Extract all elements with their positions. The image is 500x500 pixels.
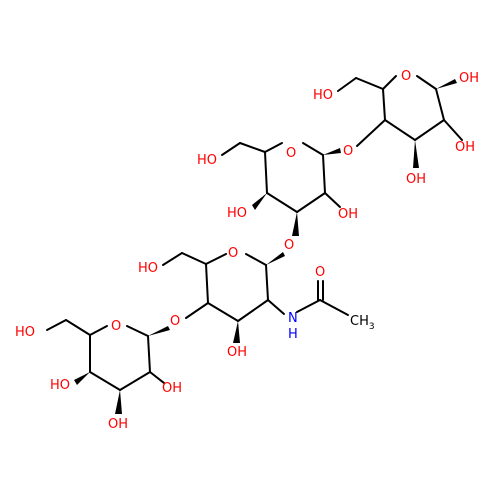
bond: [414, 119, 445, 141]
hydroxyl-label: OH: [227, 345, 247, 360]
bond: [435, 88, 445, 121]
carbonyl-oxygen-label: O: [315, 265, 325, 280]
oxygen-atom-label: O: [286, 146, 296, 161]
bond: [89, 325, 108, 336]
oxygen-atom-label: O: [401, 69, 411, 84]
bond: [162, 252, 183, 266]
glycosidic-oxygen-label: O: [343, 144, 353, 159]
bond: [384, 119, 416, 141]
wedge-bond: [252, 193, 267, 210]
bond: [207, 302, 239, 322]
wedge-bond: [292, 212, 299, 236]
hydroxyl-label: HO: [138, 261, 158, 276]
wedge-bond: [436, 79, 457, 89]
atom-labels: O OH HO OH OH O O HO HO OH O O HO O N H …: [15, 69, 479, 432]
glycosidic-oxygen-label: O: [170, 314, 180, 329]
bond: [267, 299, 285, 315]
mid1-sugar-ring: [221, 142, 341, 236]
bond: [185, 302, 209, 319]
hydroxyl-label: HO: [50, 378, 70, 393]
low-sugar-ring: [46, 319, 170, 414]
bond: [65, 319, 91, 336]
bond: [46, 319, 67, 331]
wedge-bond: [74, 372, 90, 385]
bond: [147, 335, 151, 373]
hydroxyl-label: OH: [455, 140, 475, 155]
hydroxyl-label: OH: [406, 172, 426, 187]
bond: [322, 154, 326, 194]
bond: [337, 77, 357, 92]
bond: [355, 77, 384, 90]
top-sugar-ring: [337, 75, 463, 168]
bond: [149, 371, 165, 384]
hydroxyl-label: HO: [15, 325, 35, 340]
hydroxyl-label: OH: [338, 207, 358, 222]
bond: [264, 142, 283, 153]
bond: [296, 192, 326, 213]
bond: [245, 253, 267, 266]
bond: [356, 119, 386, 147]
bond: [205, 263, 209, 304]
glycosidic-oxygen-label: O: [284, 238, 294, 253]
bond: [181, 252, 207, 265]
mid2-sugar-ring: [162, 252, 349, 343]
nitrogen-atom-label: N: [288, 311, 298, 326]
wedge-bond: [413, 140, 419, 168]
hydroxyl-label: OH: [459, 71, 479, 86]
oxygen-atom-label: O: [228, 246, 238, 261]
bond: [382, 75, 397, 90]
bond: [205, 253, 227, 265]
hydroxyl-label: HO: [313, 88, 333, 103]
bond: [264, 151, 268, 194]
bond: [266, 192, 298, 213]
wedge-bond: [148, 326, 170, 336]
bond: [319, 299, 349, 316]
bond: [237, 299, 269, 322]
oxygen-atom-label: O: [111, 319, 121, 334]
wedge-bond: [115, 390, 122, 414]
hydroxyl-label: OH: [108, 417, 128, 432]
wedge-bond: [233, 321, 240, 343]
bond: [221, 142, 241, 156]
hydroxyl-label: OH: [162, 381, 182, 396]
bond: [443, 119, 463, 141]
amide-hydrogen-label: H: [288, 327, 298, 342]
bond: [239, 142, 266, 153]
bond: [302, 142, 324, 156]
bond: [126, 325, 149, 337]
bond: [324, 192, 341, 208]
bond: [416, 75, 437, 90]
bond: [265, 264, 269, 301]
wedge-bond: [266, 252, 285, 265]
hydroxyl-label: HO: [197, 153, 217, 168]
bond: [89, 371, 121, 391]
bond: [119, 371, 151, 391]
hydroxyl-label: HO: [227, 206, 247, 221]
methyl-label: CH3: [350, 314, 375, 332]
bond: [382, 88, 386, 121]
wedge-bond: [323, 148, 341, 155]
bond: [296, 299, 321, 313]
